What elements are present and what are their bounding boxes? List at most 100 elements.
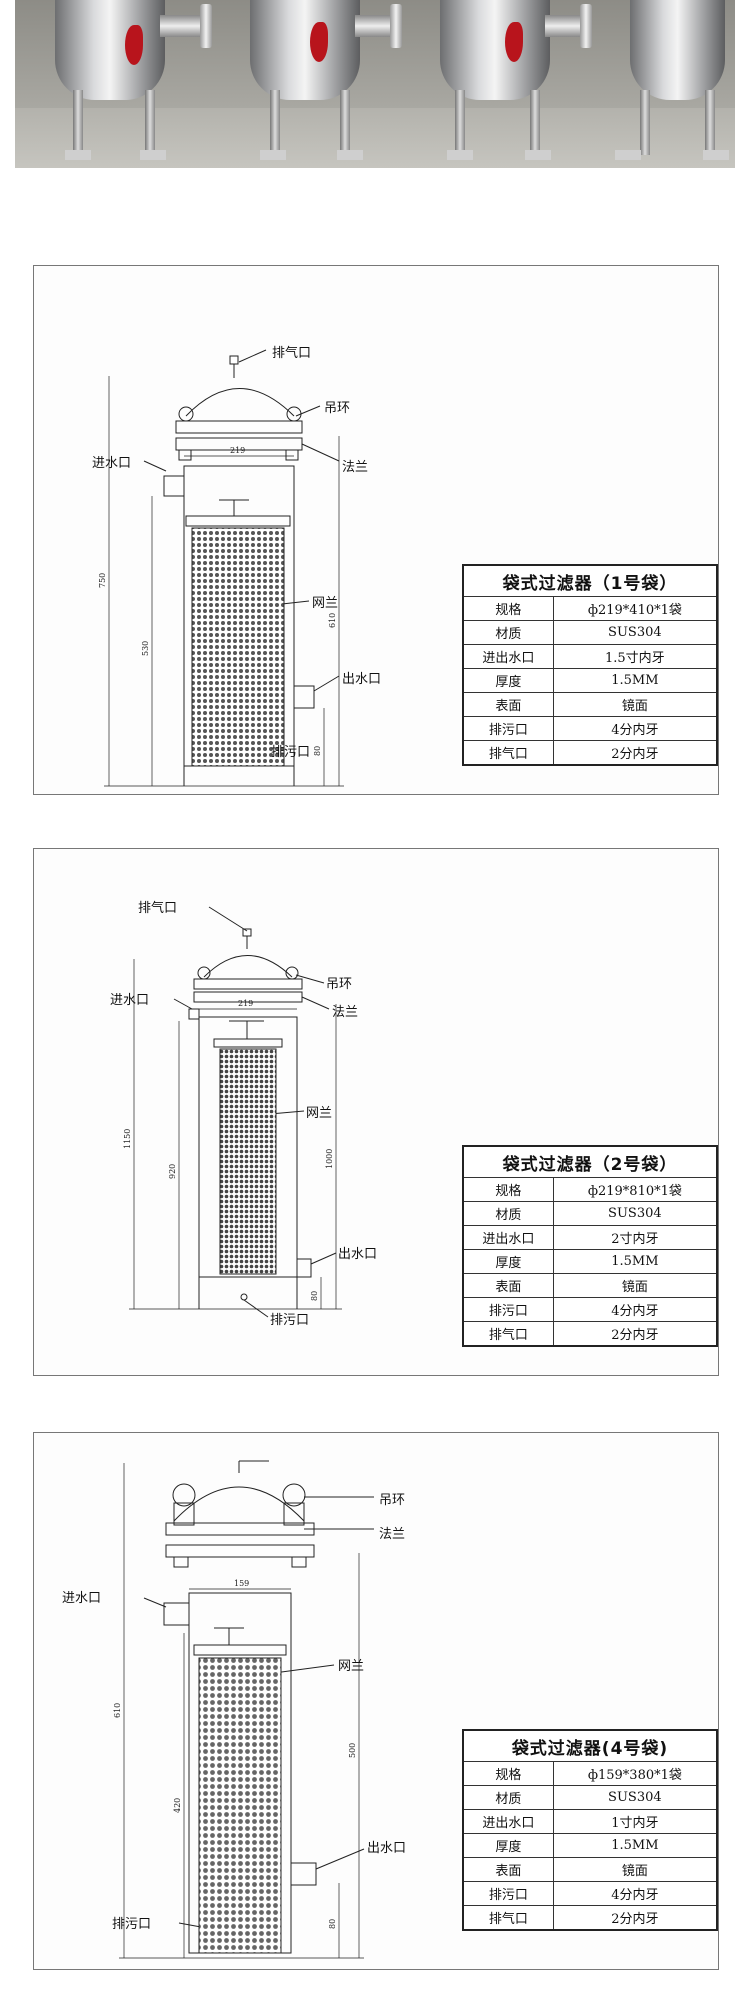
- photo-label-tag: [310, 22, 328, 62]
- photo-leg: [455, 90, 465, 155]
- label-drain: 排污口: [270, 1313, 310, 1328]
- filter-drawing-1: [104, 349, 344, 787]
- dim-total-height: 610: [113, 1702, 122, 1718]
- photo-flange: [200, 4, 212, 48]
- photo-leg: [705, 90, 715, 155]
- table-row: 表面镜面: [462, 1857, 718, 1882]
- photo-foot: [260, 150, 286, 160]
- photo-label-tag: [505, 22, 523, 62]
- spec-title: 袋式过滤器（2号袋）: [462, 1145, 718, 1178]
- photo-leg: [73, 90, 83, 155]
- photo-pipe: [355, 15, 395, 37]
- label-inlet: 进水口: [110, 993, 150, 1008]
- label-flange: 法兰: [342, 460, 369, 475]
- filter-drawing-3: [119, 1460, 374, 1959]
- photo-foot: [703, 150, 729, 160]
- label-ring: 吊环: [379, 1493, 406, 1508]
- label-outlet: 出水口: [367, 1841, 407, 1856]
- label-drain: 排污口: [271, 745, 311, 760]
- photo-flange: [580, 4, 592, 48]
- photo-foot: [337, 150, 363, 160]
- label-inlet: 进水口: [62, 1591, 102, 1606]
- label-mesh: 网兰: [312, 596, 339, 611]
- photo-foot: [447, 150, 473, 160]
- photo-flange: [390, 4, 402, 48]
- label-inlet: 进水口: [92, 456, 132, 471]
- label-vent: 排气口: [138, 901, 178, 916]
- photo-leg: [340, 90, 350, 155]
- photo-foot: [65, 150, 91, 160]
- label-flange: 法兰: [379, 1527, 406, 1542]
- table-row: 表面镜面: [462, 1273, 718, 1298]
- dim-bag-height: 610: [328, 612, 337, 628]
- mesh-bag: [191, 527, 285, 767]
- photo-tank: [440, 0, 550, 100]
- spec-title: 袋式过滤器（1号袋）: [462, 564, 718, 597]
- dim-body-height: 920: [168, 1163, 177, 1179]
- label-flange: 法兰: [332, 1005, 359, 1020]
- dim-total-height: 1150: [123, 1128, 132, 1149]
- diagram-panel-1: 排气口 吊环 法兰 进水口 网兰 出水口 排污口 219 750 530 610…: [33, 265, 719, 795]
- photo-leg: [145, 90, 155, 155]
- dim-diameter: 219: [230, 446, 246, 455]
- photo-leg: [530, 90, 540, 155]
- dim-diameter: 159: [234, 1579, 250, 1588]
- photo-pipe: [545, 15, 585, 37]
- label-outlet: 出水口: [338, 1247, 378, 1262]
- dim-total-height: 750: [98, 572, 107, 588]
- dim-body-height: 530: [141, 640, 150, 656]
- photo-foot: [525, 150, 551, 160]
- photo-tank: [630, 0, 725, 100]
- dim-outlet-height: 80: [328, 1918, 337, 1929]
- mesh-bag: [219, 1048, 277, 1275]
- label-mesh: 网兰: [306, 1106, 333, 1121]
- dim-diameter: 219: [238, 999, 254, 1008]
- label-ring: 吊环: [324, 401, 351, 416]
- label-ring: 吊环: [326, 977, 353, 992]
- dim-body-height: 420: [173, 1797, 182, 1813]
- spec-title: 袋式过滤器(4号袋): [462, 1729, 718, 1762]
- dim-bag-height: 1000: [325, 1148, 334, 1169]
- dim-outlet-height: 80: [313, 745, 322, 756]
- mesh-bag: [198, 1657, 282, 1954]
- product-photo: [15, 0, 735, 168]
- filter-drawing-2: [129, 906, 342, 1318]
- photo-label-tag: [125, 25, 143, 65]
- diagram-panel-2: 排气口 吊环 法兰 进水口 网兰 出水口 排污口 219 1150 920 10…: [33, 848, 719, 1376]
- photo-foot: [140, 150, 166, 160]
- dim-bag-height: 500: [348, 1742, 357, 1758]
- photo-leg: [270, 90, 280, 155]
- label-mesh: 网兰: [338, 1659, 365, 1674]
- photo-tank: [55, 0, 165, 100]
- diagram-panel-3: 吊环 法兰 进水口 网兰 出水口 排污口 159 610 420 500 80 …: [33, 1432, 719, 1970]
- photo-tank: [250, 0, 360, 100]
- label-outlet: 出水口: [342, 672, 382, 687]
- label-drain: 排污口: [112, 1917, 152, 1932]
- photo-pipe: [160, 15, 205, 37]
- dim-outlet-height: 80: [310, 1290, 319, 1301]
- table-row: 表面镜面: [462, 692, 718, 717]
- photo-leg: [640, 90, 650, 155]
- label-vent: 排气口: [272, 346, 312, 361]
